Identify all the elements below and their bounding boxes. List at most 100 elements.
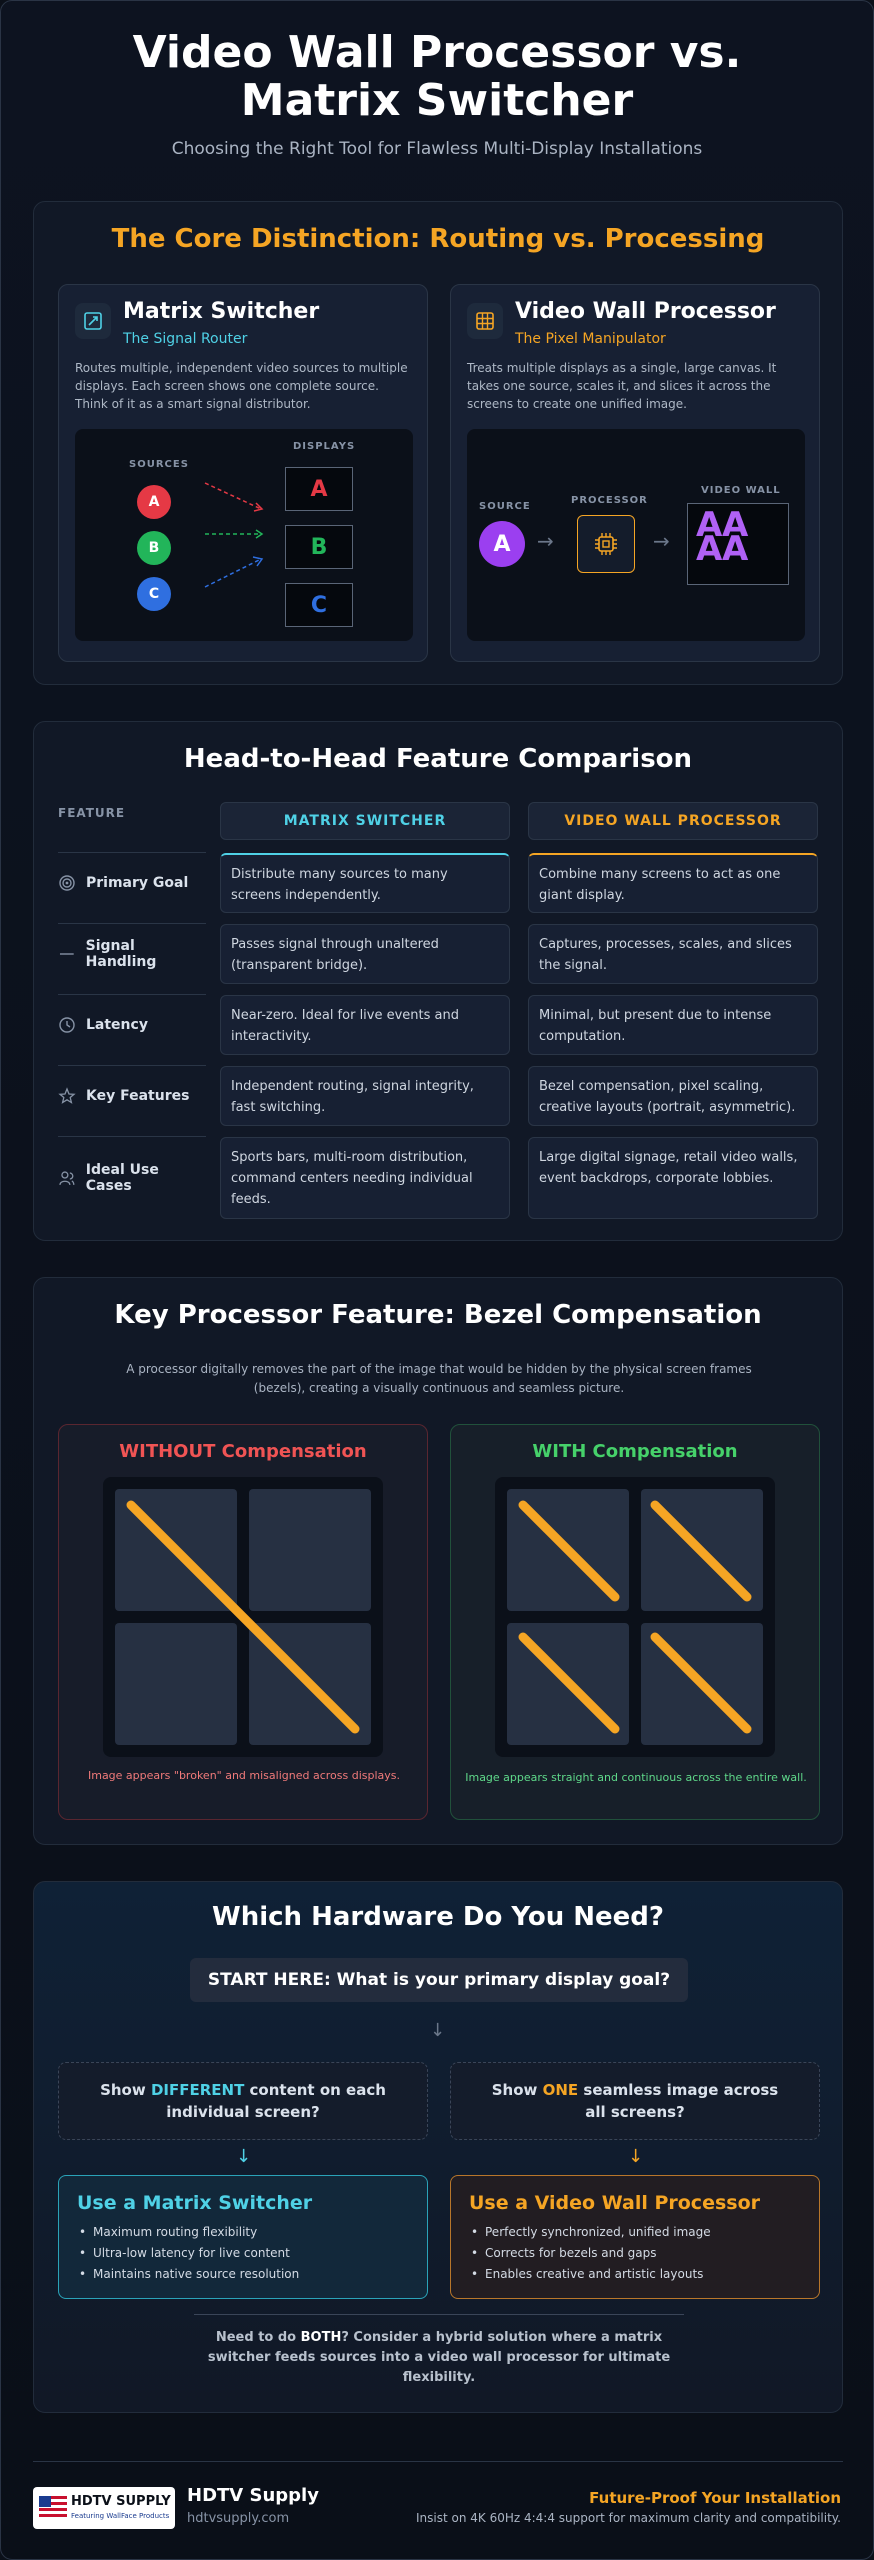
source-a-dot: A xyxy=(137,485,171,519)
wall-letter-bl: A xyxy=(696,529,723,569)
with-title: WITH Compensation xyxy=(532,1441,738,1462)
row-divider xyxy=(58,923,206,924)
row-label-signal-handling: Signal Handling xyxy=(58,924,208,984)
one-image-option: Show ONE seamless image across all scree… xyxy=(450,2062,820,2140)
clock-icon xyxy=(59,1017,75,1033)
video-wall-label: VIDEO WALL xyxy=(701,485,781,496)
row-label-key-features: Key Features xyxy=(58,1066,208,1126)
question-text: Show xyxy=(491,2081,543,2099)
hybrid-note: Need to do BOTH? Consider a hybrid solut… xyxy=(204,2328,674,2388)
row-label-use-cases: Ideal Use Cases xyxy=(58,1137,208,1219)
row-divider xyxy=(58,852,206,853)
core-distinction-section: The Core Distinction: Routing vs. Proces… xyxy=(33,201,843,685)
video-wall-preview: A A A A xyxy=(687,503,789,585)
star-icon xyxy=(58,1087,76,1104)
matrix-card-description: Routes multiple, independent video sourc… xyxy=(75,361,408,411)
row-divider xyxy=(58,1136,206,1137)
feature-name: Primary Goal xyxy=(86,875,189,891)
target-icon xyxy=(59,875,75,891)
feature-name: Key Features xyxy=(86,1088,190,1104)
matrix-switcher-result: Use a Matrix Switcher Maximum routing fl… xyxy=(58,2175,428,2299)
footer-divider xyxy=(33,2461,843,2462)
page-title: Video Wall Processor vs. Matrix Switcher xyxy=(132,27,742,126)
bezel-description: A processor digitally removes the part o… xyxy=(126,1362,752,1395)
footer-cta: Future-Proof Your Installation xyxy=(589,2489,841,2507)
grid-icon xyxy=(467,303,503,339)
wall-tile xyxy=(115,1623,237,1745)
row-label-primary-goal: Primary Goal xyxy=(58,853,208,913)
comparison-section: Head-to-Head Feature Comparison FEATURE … xyxy=(33,721,843,1241)
seamless-wall-diagram xyxy=(495,1477,775,1757)
footer-note: Insist on 4K 60Hz 4:4:4 support for maxi… xyxy=(415,2511,841,2525)
logo-subtext: Featuring WallFace Products xyxy=(71,2512,170,2520)
matrix-switcher-icon xyxy=(75,303,111,339)
start-question: START HERE: What is your primary display… xyxy=(190,1958,688,2002)
displays-label: DISPLAYS xyxy=(293,441,356,452)
processor-card-title: Video Wall Processor xyxy=(515,299,776,324)
with-compensation-card: WITH Compensation Image appears straight… xyxy=(450,1424,820,1820)
arrow-down-icon: ↓ xyxy=(628,2146,644,2167)
processor-cell-use-cases: Large digital signage, retail video wall… xyxy=(528,1137,818,1219)
chip-icon xyxy=(577,515,635,573)
hybrid-divider xyxy=(194,2314,684,2315)
matrix-result-list: Maximum routing flexibility Ultra-low la… xyxy=(77,2222,409,2285)
arrow-down-icon: ↓ xyxy=(236,2146,252,2167)
hybrid-text: ? Consider a hybrid solution where a mat… xyxy=(207,2330,671,2385)
arrow-right-icon: → xyxy=(537,529,554,553)
flag-icon xyxy=(39,2496,67,2518)
list-item: Maximum routing flexibility xyxy=(77,2222,409,2243)
page-subtitle: Choosing the Right Tool for Flawless Mul… xyxy=(171,139,703,159)
processor-cell-signal-handling: Captures, processes, scales, and slices … xyxy=(528,924,818,984)
processor-result-list: Perfectly synchronized, unified image Co… xyxy=(469,2222,801,2285)
without-caption: Image appears "broken" and misaligned ac… xyxy=(87,1769,401,1782)
without-title: WITHOUT Compensation xyxy=(119,1441,367,1462)
arrow-down-icon: ↓ xyxy=(430,2020,446,2041)
source-label: SOURCE xyxy=(479,501,531,512)
matrix-result-title: Use a Matrix Switcher xyxy=(77,2192,313,2214)
matrix-cell-primary-goal: Distribute many sources to many screens … xyxy=(220,853,510,913)
question-text: content on each individual screen? xyxy=(166,2081,386,2121)
processor-result-title: Use a Video Wall Processor xyxy=(469,2192,760,2214)
processor-cell-key-features: Bezel compensation, pixel scaling, creat… xyxy=(528,1066,818,1126)
matrix-card-tagline: The Signal Router xyxy=(123,331,248,347)
row-divider xyxy=(58,994,206,995)
video-wall-processor-card: Video Wall Processor The Pixel Manipulat… xyxy=(450,284,820,662)
matrix-column-header: MATRIX SWITCHER xyxy=(220,802,510,840)
processor-label: PROCESSOR xyxy=(571,495,648,506)
processor-cell-primary-goal: Combine many screens to act as one giant… xyxy=(528,853,818,913)
broken-wall-diagram xyxy=(103,1477,383,1757)
display-a: A xyxy=(285,467,353,511)
hybrid-text: Need to do xyxy=(215,2330,301,2345)
hdtv-supply-logo[interactable]: HDTV SUPPLY Featuring WallFace Products xyxy=(33,2487,175,2529)
source-b-dot: B xyxy=(137,531,171,565)
processor-card-tagline: The Pixel Manipulator xyxy=(515,331,666,347)
matrix-cell-key-features: Independent routing, signal integrity, f… xyxy=(220,1066,510,1126)
decision-title: Which Hardware Do You Need? xyxy=(212,1902,664,1932)
feature-name: Ideal Use Cases xyxy=(85,1162,159,1194)
display-c: C xyxy=(285,583,353,627)
brand-url[interactable]: hdtvsupply.com xyxy=(187,2511,290,2526)
segmented-diagonal-lines xyxy=(518,1500,752,1734)
feature-name: Signal Handling xyxy=(85,938,157,970)
question-emphasis: DIFFERENT xyxy=(150,2081,245,2099)
list-item: Enables creative and artistic layouts xyxy=(469,2264,801,2285)
core-title: The Core Distinction: Routing vs. Proces… xyxy=(111,224,765,254)
processor-cell-latency: Minimal, but present due to intense comp… xyxy=(528,995,818,1055)
signal-line-icon xyxy=(59,953,74,955)
without-compensation-card: WITHOUT Compensation Image appears "brok… xyxy=(58,1424,428,1820)
comparison-title: Head-to-Head Feature Comparison xyxy=(183,744,693,774)
different-content-option: Show DIFFERENT content on each individua… xyxy=(58,2062,428,2140)
processor-card-description: Treats multiple displays as a single, la… xyxy=(467,361,777,411)
matrix-cell-signal-handling: Passes signal through unaltered (transpa… xyxy=(220,924,510,984)
hero-header: Video Wall Processor vs. Matrix Switcher… xyxy=(1,1,873,160)
source-c-dot: C xyxy=(137,577,171,611)
brand-name: HDTV Supply xyxy=(187,2485,319,2506)
sources-label: SOURCES xyxy=(129,459,189,470)
bezel-compensation-section: Key Processor Feature: Bezel Compensatio… xyxy=(33,1277,843,1845)
row-divider xyxy=(58,1065,206,1066)
diagonal-line xyxy=(126,1500,360,1734)
list-item: Ultra-low latency for live content xyxy=(77,2243,409,2264)
wall-letter-br: A xyxy=(722,529,749,569)
matrix-switcher-card: Matrix Switcher The Signal Router Routes… xyxy=(58,284,428,662)
